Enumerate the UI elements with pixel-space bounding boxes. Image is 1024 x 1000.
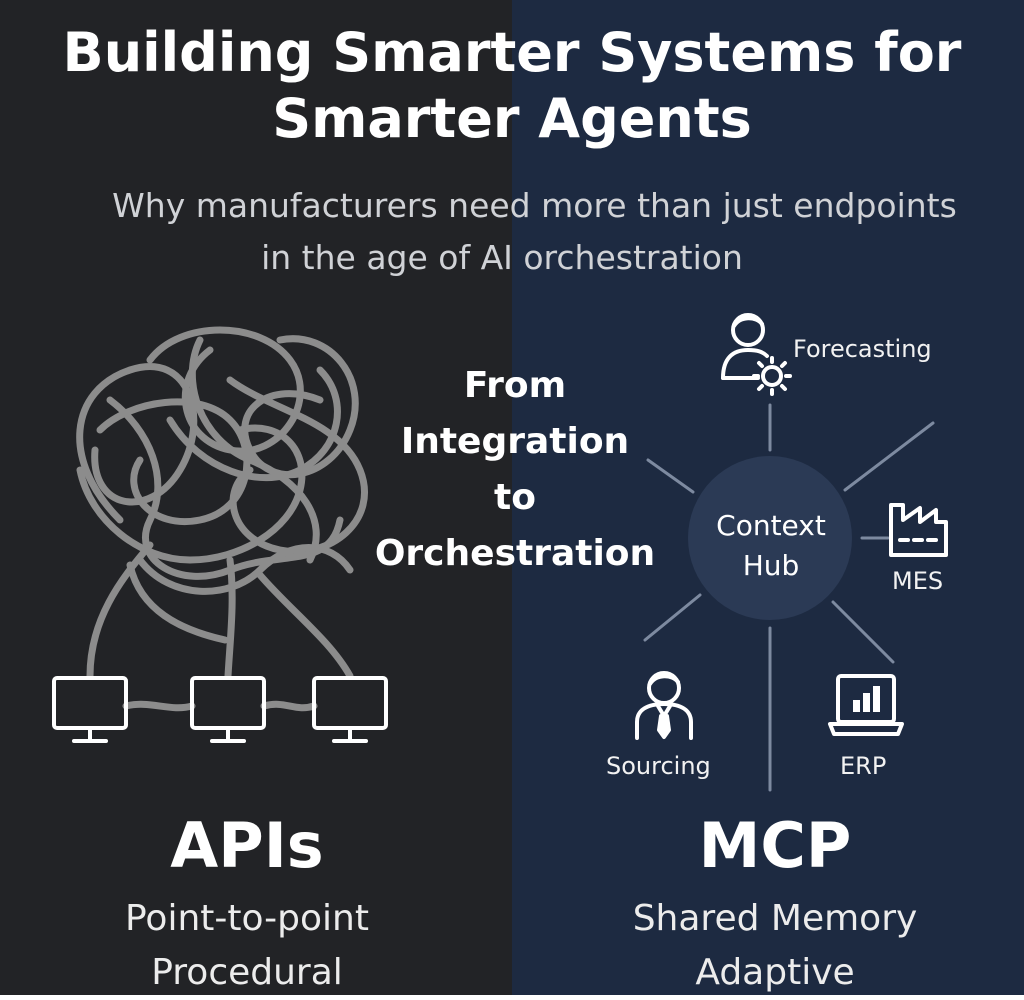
person-gear-icon — [721, 313, 792, 396]
page-subtitle-line2: in the age of AI orchestration — [261, 238, 743, 277]
monitor-icon-1 — [52, 676, 128, 743]
page-subtitle-line1: Why manufacturers need more than just en… — [112, 186, 957, 225]
tangled-lines-icon — [76, 326, 368, 712]
node-label-forecasting: Forecasting — [793, 335, 932, 363]
left-panel-line2: Procedural — [151, 952, 343, 993]
right-panel-line1: Shared Memory — [632, 898, 918, 939]
page-title-line2: Smarter Agents — [272, 87, 752, 150]
context-hub-line2: Hub — [742, 549, 800, 582]
node-label-erp: ERP — [840, 752, 887, 780]
transition-line4: Orchestration — [374, 533, 656, 574]
right-panel-line2: Adaptive — [695, 952, 855, 993]
node-label-mes: MES — [892, 567, 944, 595]
page-title: Building Smarter Systems for Smarter Age… — [0, 20, 1024, 152]
hub-spokes — [643, 403, 935, 792]
transition-label: From Integration to Orchestration — [355, 358, 675, 582]
left-background-panel — [0, 0, 512, 995]
context-hub-circle — [688, 456, 852, 620]
monitor-icon-2 — [190, 676, 266, 743]
left-panel-heading: APIs — [170, 809, 324, 882]
page-title-line1: Building Smarter Systems for — [62, 21, 962, 84]
transition-line3: to — [494, 477, 536, 518]
laptop-chart-icon — [828, 674, 904, 736]
left-panel-line1: Point-to-point — [125, 898, 369, 939]
left-panel-description: Point-to-point Procedural — [80, 892, 414, 1000]
page-subtitle: Why manufacturers need more than just en… — [0, 180, 1024, 284]
context-hub-label: Context Hub — [700, 506, 842, 586]
right-panel-heading: MCP — [698, 809, 852, 882]
right-panel-description: Shared Memory Adaptive — [600, 892, 950, 1000]
monitor-icon-3 — [312, 676, 388, 743]
context-hub-line1: Context — [716, 509, 826, 542]
transition-line2: Integration — [400, 421, 630, 462]
node-label-sourcing: Sourcing — [606, 752, 711, 780]
transition-line1: From — [463, 365, 567, 406]
person-tie-icon — [635, 671, 693, 740]
factory-icon — [889, 503, 948, 557]
